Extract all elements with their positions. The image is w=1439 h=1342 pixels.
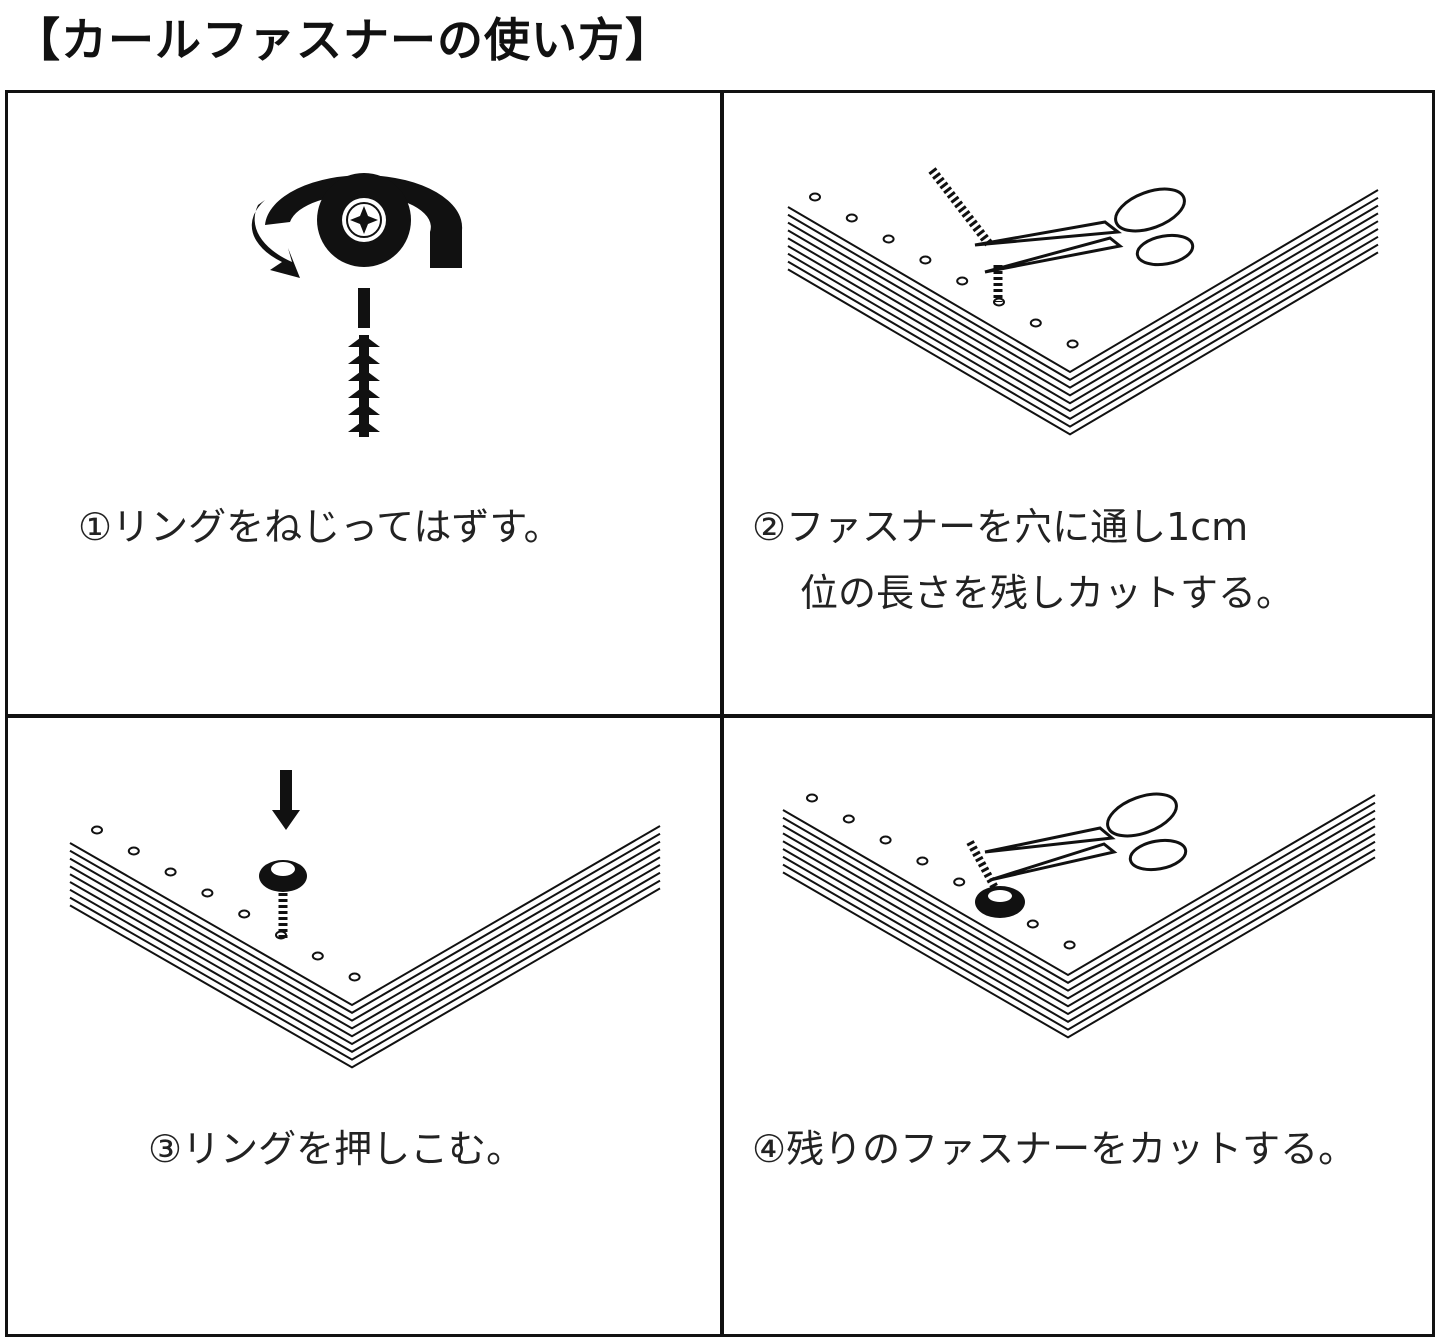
step-4-caption: ④残りのファスナーをカットする。 (752, 1127, 1357, 1171)
rotate-arrow-icon (265, 175, 463, 268)
fastener-icon (928, 167, 1003, 302)
step-2-caption-line1: ②ファスナーを穴に通し1cm (752, 505, 1249, 549)
paper-sheet-edge (782, 809, 1376, 992)
fastener-stem (359, 386, 369, 403)
paper-sheet-edge (69, 879, 661, 1061)
hole (809, 192, 821, 202)
scissors-icon (984, 792, 1188, 882)
paper-sheet-edge (69, 832, 661, 1014)
paper-stack (782, 794, 1376, 1039)
fastener-stem (359, 369, 369, 386)
hole (1066, 339, 1079, 349)
paper-stack (787, 189, 1379, 436)
hole (127, 846, 140, 856)
paper-sheet-edge (782, 794, 1376, 977)
paper-sheet-edge (782, 825, 1376, 1008)
paper-sheet-edge (69, 856, 661, 1038)
hole (1029, 318, 1042, 328)
hole (1026, 919, 1039, 929)
down-arrow-icon (272, 770, 300, 830)
paper-sheet-edge (782, 848, 1376, 1031)
paper-sheet-edge (787, 189, 1379, 374)
paper-sheet-edge (69, 825, 661, 1007)
paper-sheet-edge (787, 235, 1379, 420)
hole (348, 972, 361, 982)
hole (919, 255, 932, 265)
paper-sheet-edge (782, 817, 1376, 1000)
paper-sheet-edge (787, 196, 1379, 381)
divider-horizontal (8, 714, 1432, 718)
paper-sheet-edge (787, 251, 1379, 436)
divider-vertical (720, 93, 724, 1334)
fastener-stem (359, 352, 369, 369)
hole (882, 234, 895, 244)
step-3-caption: ③リングを押しこむ。 (148, 1127, 525, 1171)
hole (916, 856, 929, 866)
paper-sheet-edge (69, 848, 661, 1030)
paper-stack (69, 825, 661, 1069)
hole (311, 951, 324, 961)
hole (806, 793, 818, 803)
paper-sheet-edge (69, 871, 661, 1053)
paper-sheet-edge (787, 204, 1379, 389)
paper-sheet-edge (787, 243, 1379, 428)
step-1-caption: ①リングをねじってはずす。 (78, 505, 562, 549)
paper-sheet-edge (69, 840, 661, 1022)
hole (201, 888, 214, 898)
paper-sheet-edge (782, 856, 1376, 1039)
hole (238, 909, 251, 919)
step-4-illustration (782, 792, 1376, 1039)
page-title: 【カールファスナーの使い方】 (14, 13, 672, 67)
hole (845, 213, 858, 223)
fastener-stem (359, 335, 369, 352)
paper-sheet-edge (69, 887, 661, 1069)
hole (956, 276, 969, 286)
step-1-illustration (251, 173, 463, 437)
step-2-illustration (787, 167, 1379, 436)
scissors-icon (974, 187, 1195, 274)
hole (953, 877, 966, 887)
step-3-illustration (69, 770, 661, 1069)
hole (91, 825, 103, 835)
hole (842, 814, 855, 824)
paper-sheet-edge (782, 801, 1376, 984)
punch-holes (806, 793, 1076, 950)
paper-sheet-edge (787, 212, 1379, 397)
fastener-icon (348, 288, 380, 437)
punch-holes (91, 825, 361, 982)
paper-sheet-edge (787, 220, 1379, 405)
fastener-stem (359, 403, 369, 420)
hole (1063, 940, 1076, 950)
paper-sheet-edge (782, 833, 1376, 1016)
punch-holes (809, 192, 1079, 349)
fastener-stem (359, 420, 369, 437)
paper-sheet-edge (787, 228, 1379, 413)
paper-sheet-edge (69, 864, 661, 1046)
hole (879, 835, 892, 845)
paper-sheet-edge (782, 840, 1376, 1023)
instruction-grid (5, 90, 1435, 1337)
hole (164, 867, 177, 877)
step-2-caption-line2: 位の長さを残しカットする。 (800, 571, 1295, 615)
